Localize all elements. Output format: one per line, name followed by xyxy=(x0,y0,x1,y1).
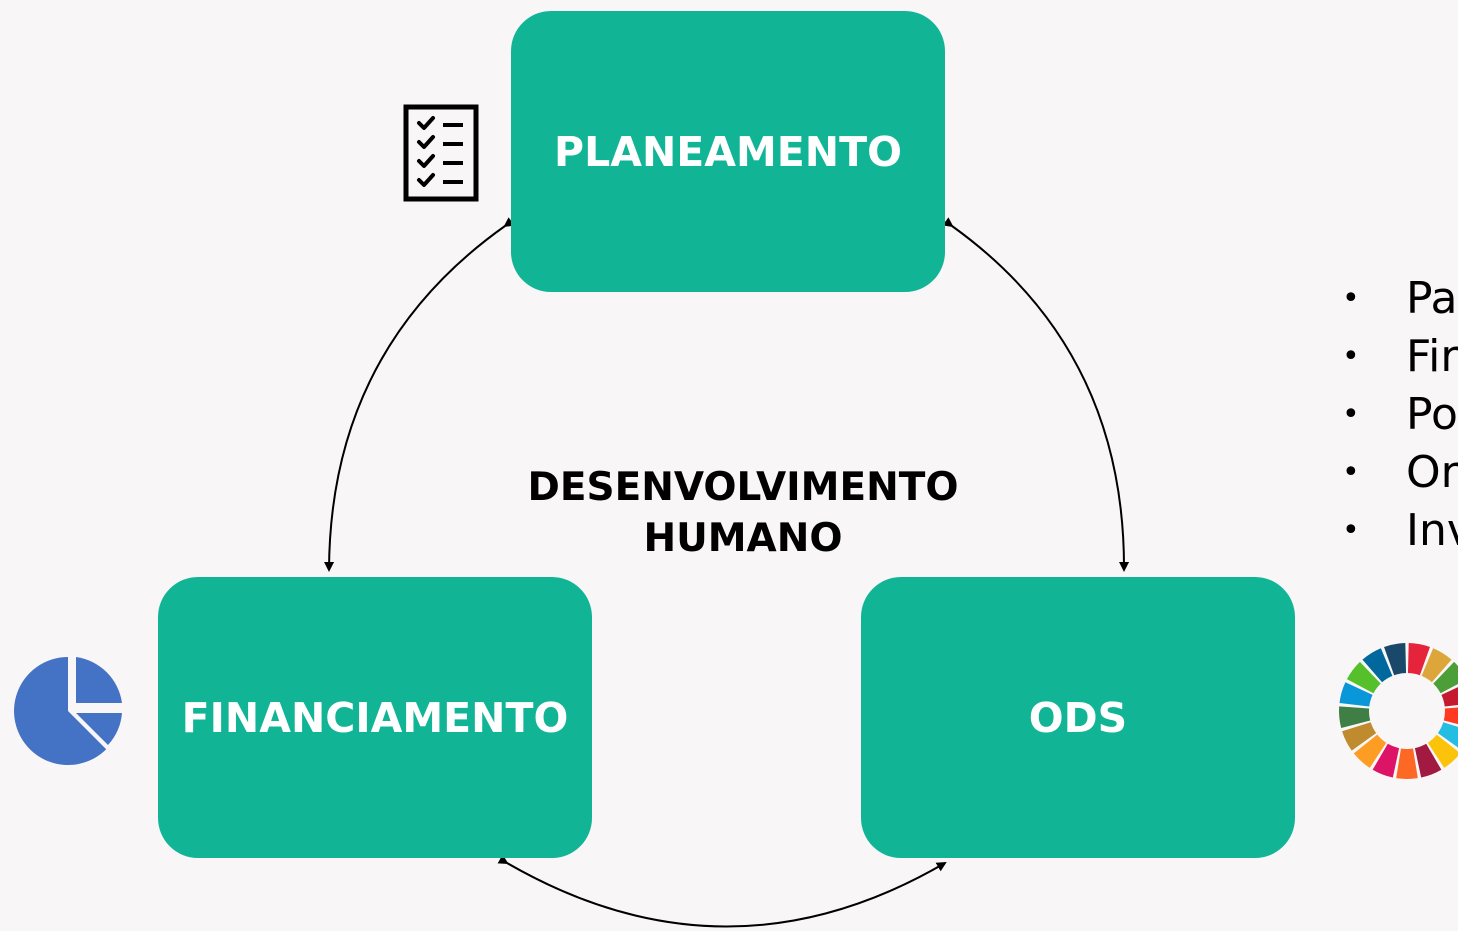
sdg-wheel-segment xyxy=(1437,722,1458,748)
ods-label: ODS xyxy=(1028,693,1128,742)
arrow-planeamento-financiamento xyxy=(324,217,515,572)
sdg-wheel-segment xyxy=(1384,643,1407,676)
center-title: DESENVOLVIMENTO HUMANO xyxy=(480,462,1006,564)
sdg-wheel-segment xyxy=(1346,661,1381,694)
arrow-planeamento-ods xyxy=(942,217,1130,572)
sdg-wheel-segment xyxy=(1342,722,1377,751)
sdg-wheel-segment xyxy=(1362,648,1393,683)
sdg-wheel-segment xyxy=(1421,648,1452,683)
sdg-wheel-segment xyxy=(1427,734,1458,768)
sdg-wheel-segment xyxy=(1339,682,1373,707)
sdg-wheel-segment xyxy=(1441,687,1458,707)
sdg-wheel-segment xyxy=(1372,743,1400,778)
center-title-line-2: HUMANO xyxy=(643,516,843,561)
financiamento-label: FINANCIAMENTO xyxy=(181,693,569,742)
pie-chart-icon xyxy=(14,657,122,765)
sdg-wheel-segment xyxy=(1433,661,1458,694)
sdg-wheel-segment xyxy=(1338,706,1371,728)
sdg-wheel-icon xyxy=(1338,643,1458,779)
sdg-wheel-segment xyxy=(1396,748,1418,779)
planeamento-box: PLANEAMENTO xyxy=(511,11,945,292)
sdg-wheel-segment xyxy=(1353,734,1387,768)
sdg-wheel-segment xyxy=(1414,743,1442,778)
arrow-financiamento-ods xyxy=(497,854,947,928)
center-title-line-1: DESENVOLVIMENTO xyxy=(527,465,959,510)
financiamento-box: FINANCIAMENTO xyxy=(158,577,592,858)
checklist-icon xyxy=(403,104,479,202)
sdg-wheel-segment xyxy=(1443,707,1458,725)
sdg-wheel-segment xyxy=(1407,643,1430,676)
ods-box: ODS xyxy=(861,577,1295,858)
planeamento-label: PLANEAMENTO xyxy=(554,127,902,176)
